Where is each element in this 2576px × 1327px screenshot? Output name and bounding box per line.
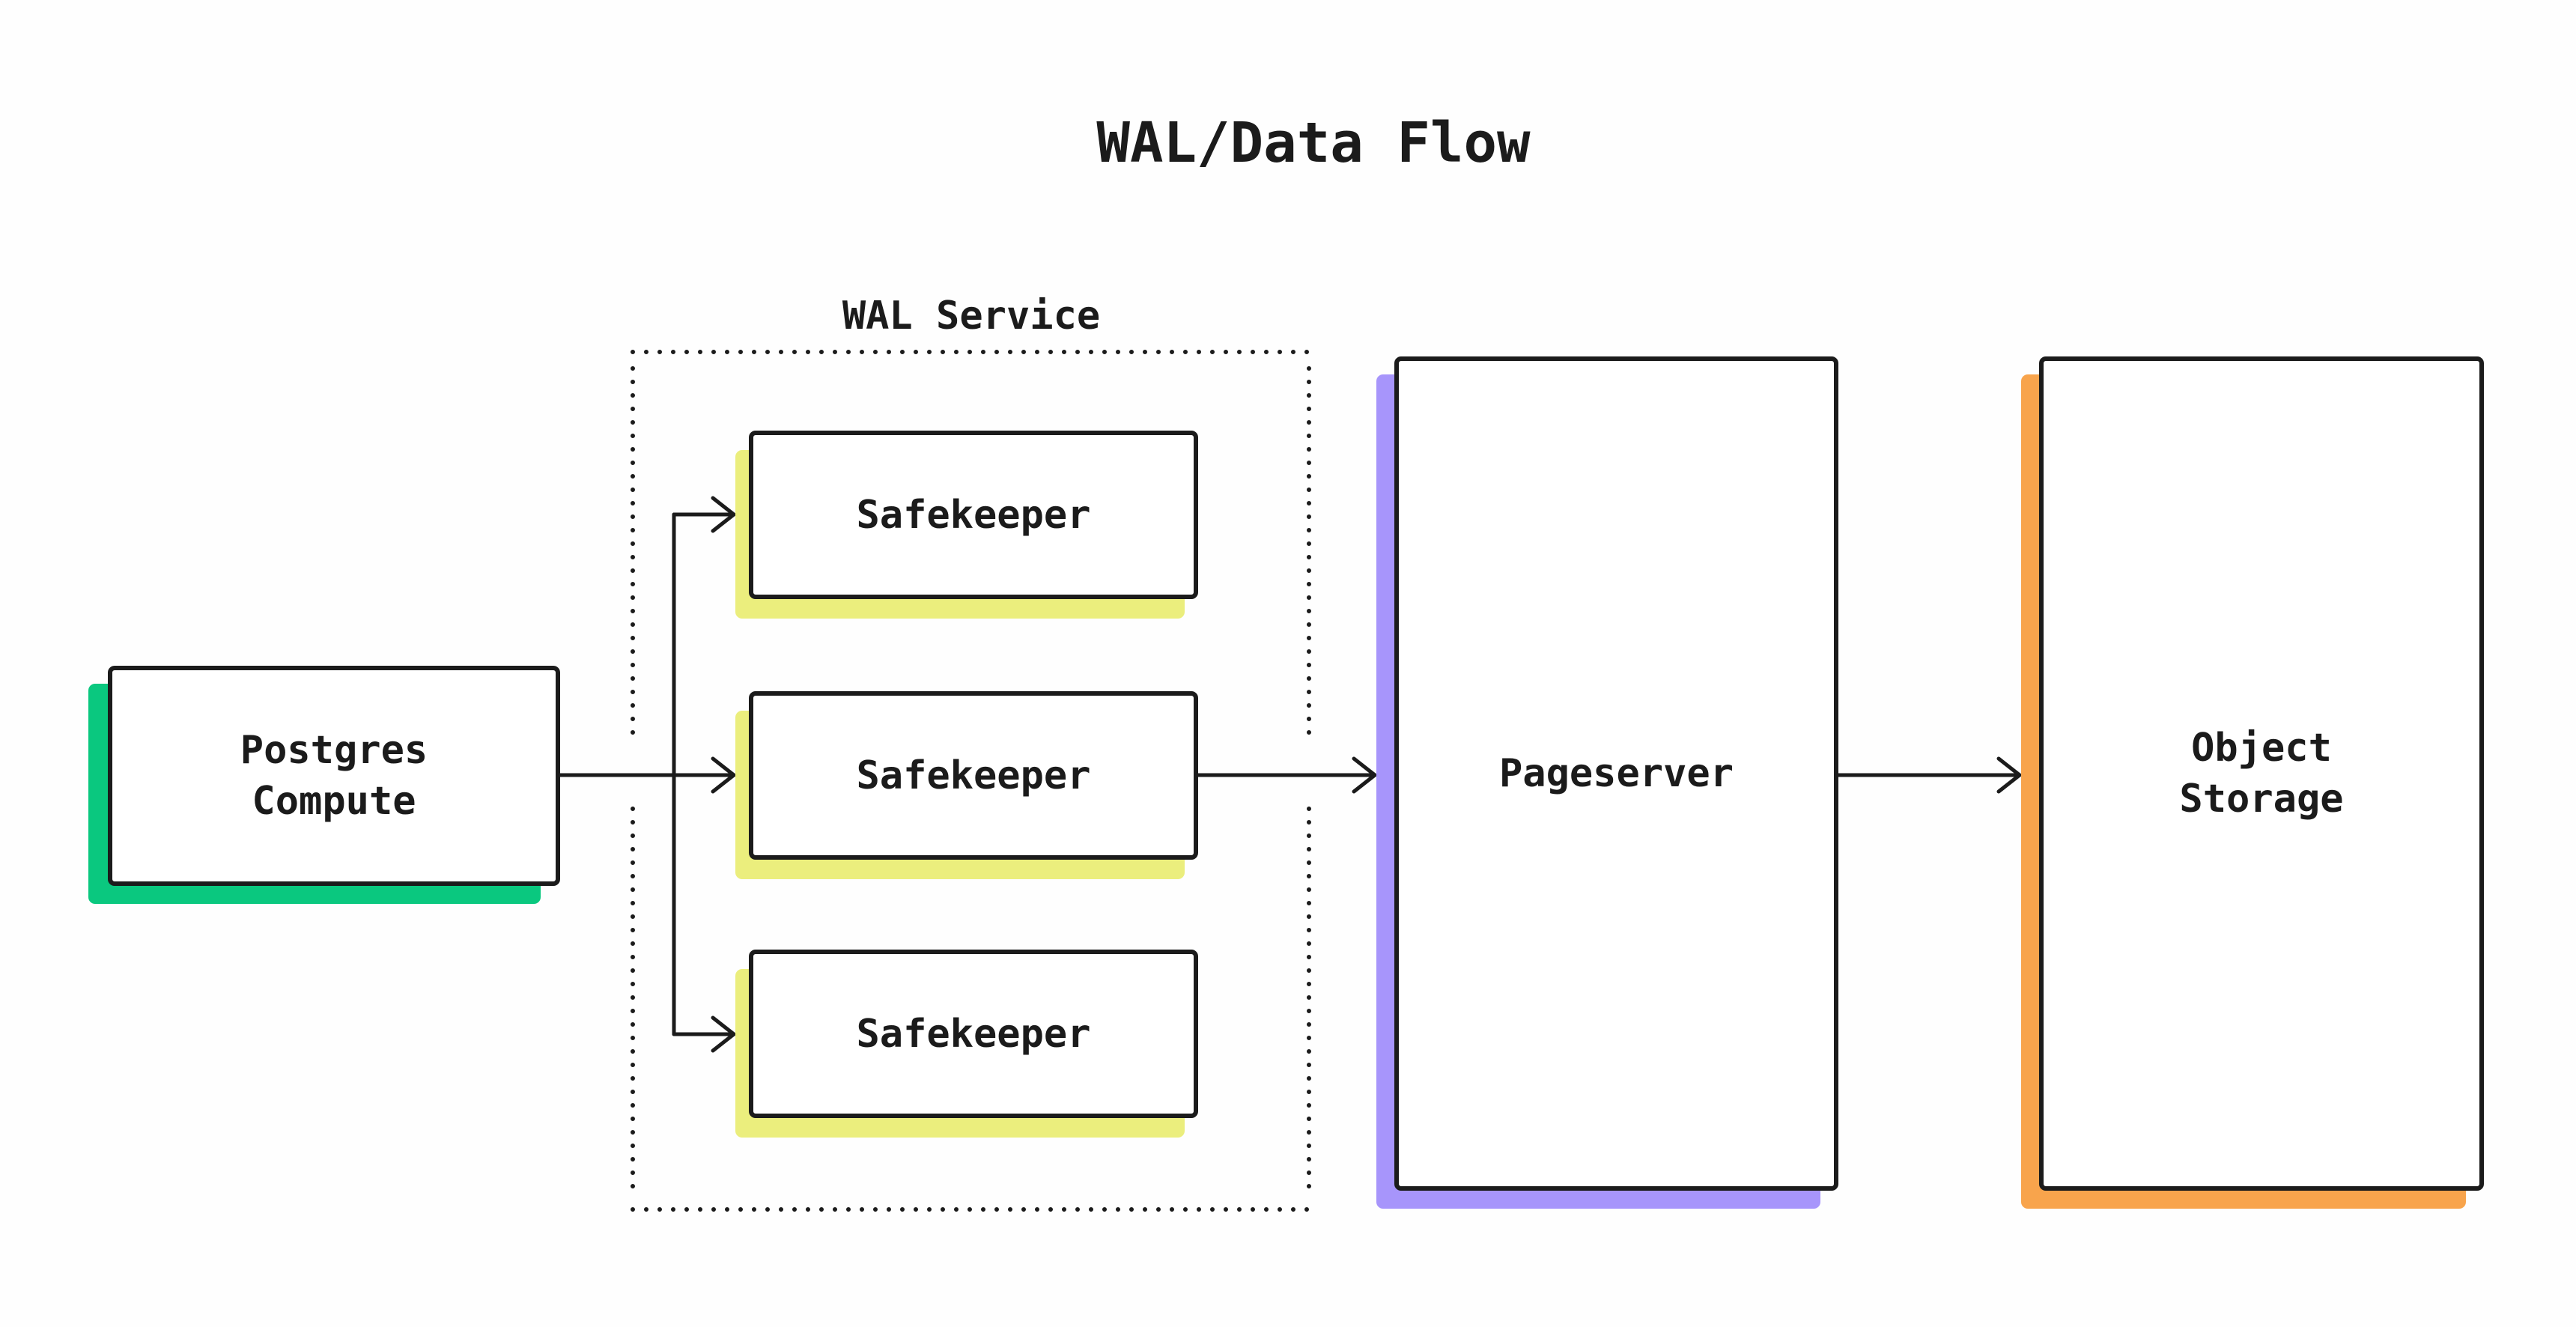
node-pageserver-label: Pageserver: [1498, 751, 1734, 796]
node-safekeeper-1-label: Safekeeper: [856, 492, 1091, 538]
node-safekeeper-3-label: Safekeeper: [856, 1011, 1091, 1057]
node-object-storage-label-line1: Object: [2191, 726, 2332, 771]
arrowhead-pageserver: [1352, 756, 1377, 794]
node-postgres-compute-label-line1: Postgres: [240, 728, 428, 773]
arrowhead-safekeeper2: [711, 756, 736, 794]
node-safekeeper-1: Safekeeper: [749, 431, 1198, 599]
arrowhead-safekeeper1: [711, 496, 736, 533]
node-safekeeper-2: Safekeeper: [749, 691, 1198, 860]
node-pageserver: Pageserver: [1394, 356, 1838, 1191]
flow-arrows: [558, 496, 2022, 1053]
node-object-storage: Object Storage: [2039, 356, 2484, 1191]
node-safekeeper-3: Safekeeper: [749, 950, 1198, 1118]
arrowhead-object-storage: [1996, 756, 2022, 794]
node-object-storage-label-line2: Storage: [2179, 777, 2344, 822]
node-postgres-compute-label-line2: Compute: [252, 779, 416, 824]
diagram-title: WAL/Data Flow: [1096, 111, 1531, 175]
node-postgres-compute: Postgres Compute: [108, 666, 560, 886]
arrowhead-safekeeper3: [711, 1015, 736, 1053]
wal-service-dotted-border: [631, 350, 1311, 1212]
wal-service-label: WAL Service: [842, 294, 1101, 338]
node-safekeeper-2-label: Safekeeper: [856, 753, 1091, 798]
